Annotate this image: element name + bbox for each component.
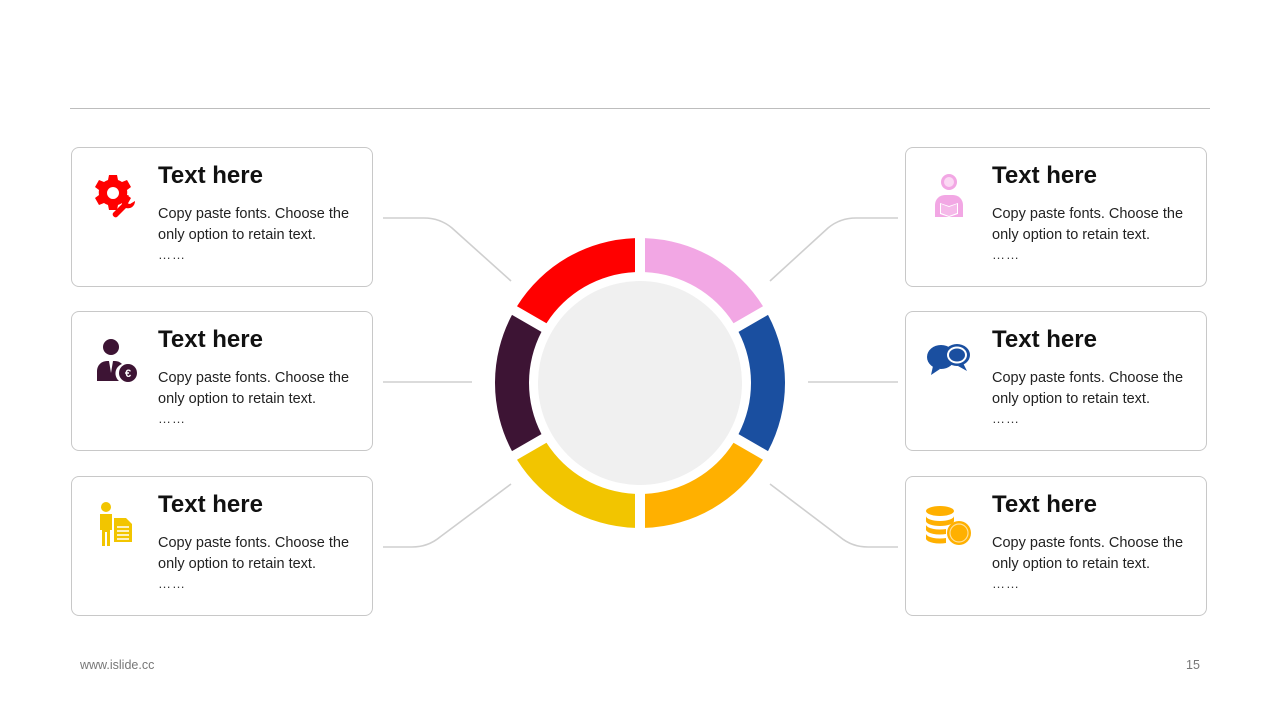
center-disc — [538, 281, 742, 485]
ring-segment-blue — [738, 314, 785, 452]
connector-right-top — [769, 217, 898, 282]
ring-segment-red — [517, 238, 636, 324]
card-right-1: Text here Copy paste fonts. Choose the o… — [905, 147, 1207, 287]
top-divider — [70, 108, 1210, 109]
card-left-3: Text here Copy paste fonts. Choose the o… — [71, 476, 373, 616]
card-title: Text here — [992, 326, 1097, 353]
card-title: Text here — [992, 162, 1097, 189]
card-ellipsis: …… — [158, 576, 186, 591]
card-ellipsis: …… — [158, 247, 186, 262]
card-right-2: Text here Copy paste fonts. Choose the o… — [905, 311, 1207, 451]
ring-segment-plum — [495, 314, 542, 452]
card-body: Copy paste fonts. Choose the only option… — [158, 206, 350, 243]
connector-left-top — [383, 217, 512, 282]
ring-segment-orange — [644, 442, 763, 528]
connector-right-bottom — [769, 483, 898, 548]
connector-left-bottom — [383, 483, 512, 548]
ring-segment-pink — [644, 238, 764, 324]
card-ellipsis: …… — [992, 576, 1020, 591]
card-title: Text here — [158, 491, 263, 518]
speech-bubbles-icon — [922, 334, 976, 388]
person-document-icon — [88, 499, 142, 553]
card-ellipsis: …… — [992, 411, 1020, 426]
card-title: Text here — [992, 491, 1097, 518]
page-number: 15 — [1186, 658, 1200, 672]
card-body: Copy paste fonts. Choose the only option… — [992, 535, 1184, 572]
card-title: Text here — [158, 326, 263, 353]
person-reading-icon — [922, 170, 976, 224]
svg-text:€: € — [125, 368, 131, 380]
card-body: Copy paste fonts. Choose the only option… — [992, 206, 1184, 243]
card-title: Text here — [158, 162, 263, 189]
card-body: Copy paste fonts. Choose the only option… — [158, 370, 350, 407]
card-right-3: Text here Copy paste fonts. Choose the o… — [905, 476, 1207, 616]
gear-wrench-icon — [88, 170, 142, 224]
card-ellipsis: …… — [158, 411, 186, 426]
ring-segment-yellow — [516, 442, 636, 528]
businessman-euro-icon: € — [88, 334, 142, 388]
card-body: Copy paste fonts. Choose the only option… — [158, 535, 350, 572]
coins-icon — [922, 499, 976, 553]
card-ellipsis: …… — [992, 247, 1020, 262]
card-body: Copy paste fonts. Choose the only option… — [992, 370, 1184, 407]
footer-website: www.islide.cc — [80, 658, 155, 672]
card-left-1: Text here Copy paste fonts. Choose the o… — [71, 147, 373, 287]
card-left-2: € Text here Copy paste fonts. Choose the… — [71, 311, 373, 451]
